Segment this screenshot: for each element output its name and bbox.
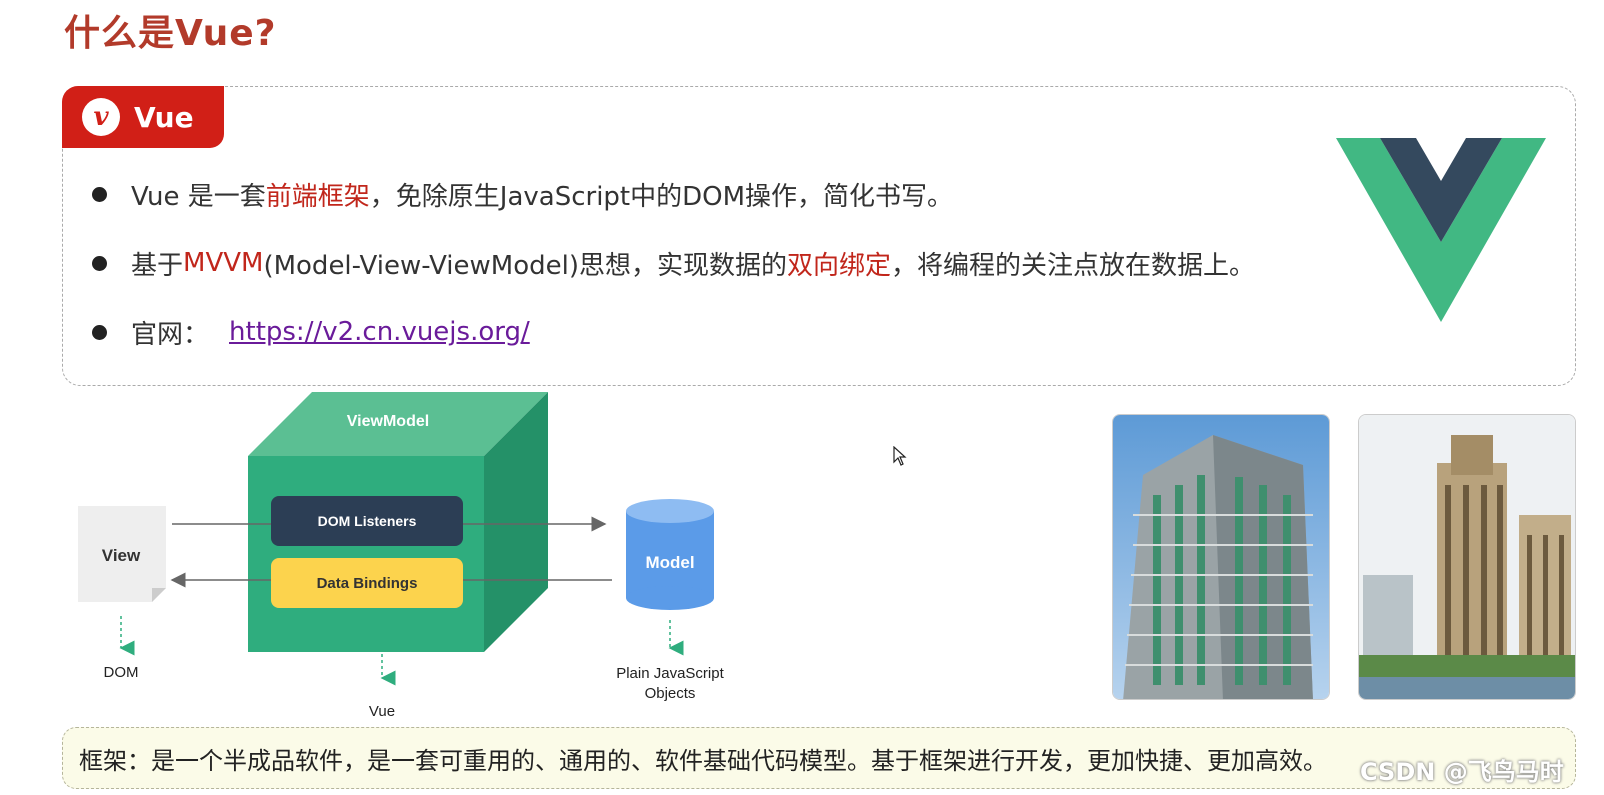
csdn-watermark: CSDN @飞鸟马时	[1360, 758, 1564, 786]
vue-logo-icon	[1336, 138, 1546, 322]
bullet-text: Vue 是一套	[131, 181, 266, 212]
page-title: 什么是Vue?	[64, 13, 277, 54]
bullet-dot-icon	[92, 324, 107, 340]
building-photo-2	[1358, 414, 1576, 700]
bullet-text: 官网：	[131, 319, 210, 350]
mvvm-diagram: ViewModel DOM Listeners Data Bindings Vi…	[78, 392, 725, 720]
building-photo-1	[1112, 414, 1330, 700]
framework-note: 框架：是一个半成品软件，是一套可重用的、通用的、软件基础代码模型。基于框架进行开…	[62, 727, 1576, 789]
info-box	[62, 86, 1576, 386]
bullet-text: ，免除原生JavaScript中的DOM操作，简化书写。	[369, 181, 954, 212]
viewmodel-label: ViewModel	[347, 413, 429, 430]
bullet-item: 官网： https://v2.cn.vuejs.org/	[92, 314, 1255, 350]
bullet-dot-icon	[92, 255, 107, 271]
bullet-item: Vue 是一套前端框架，免除原生JavaScript中的DOM操作，简化书写。	[92, 176, 1255, 212]
bullet-dot-icon	[92, 186, 107, 202]
dom-label: DOM	[104, 664, 139, 681]
vue-circle-icon: v	[82, 98, 120, 136]
bullet-text: 基于	[131, 250, 184, 281]
cube-top	[248, 392, 548, 456]
plain-js-label-1: Plain JavaScript	[616, 665, 724, 682]
dom-listeners-box	[271, 496, 463, 546]
bullet-text: (Model-View-ViewModel)思想，实现数据的	[263, 250, 787, 281]
official-site-link[interactable]: https://v2.cn.vuejs.org/	[229, 317, 530, 347]
bullet-highlight: 前端框架	[265, 181, 370, 212]
data-bindings-label: Data Bindings	[317, 575, 418, 592]
bullet-highlight: 双向绑定	[786, 250, 891, 281]
dom-listeners-label: DOM Listeners	[318, 513, 417, 529]
model-label: Model	[645, 553, 694, 572]
cube-side	[484, 392, 548, 652]
plain-js-label-2: Objects	[645, 685, 696, 702]
vue-tag-label: Vue	[134, 100, 194, 134]
data-bindings-box	[271, 558, 463, 608]
view-page	[78, 506, 166, 602]
vue-label: Vue	[369, 703, 395, 720]
bullet-text: ，将编程的关注点放在数据上。	[891, 250, 1256, 281]
cube-front	[248, 456, 484, 652]
bullet-list: Vue 是一套前端框架，免除原生JavaScript中的DOM操作，简化书写。 …	[92, 176, 1255, 383]
bullet-highlight: MVVM	[183, 248, 264, 278]
vue-tag: v Vue	[62, 86, 224, 148]
view-label: View	[102, 546, 141, 565]
model-cylinder-top	[626, 499, 714, 523]
mouse-cursor-icon	[893, 445, 907, 470]
